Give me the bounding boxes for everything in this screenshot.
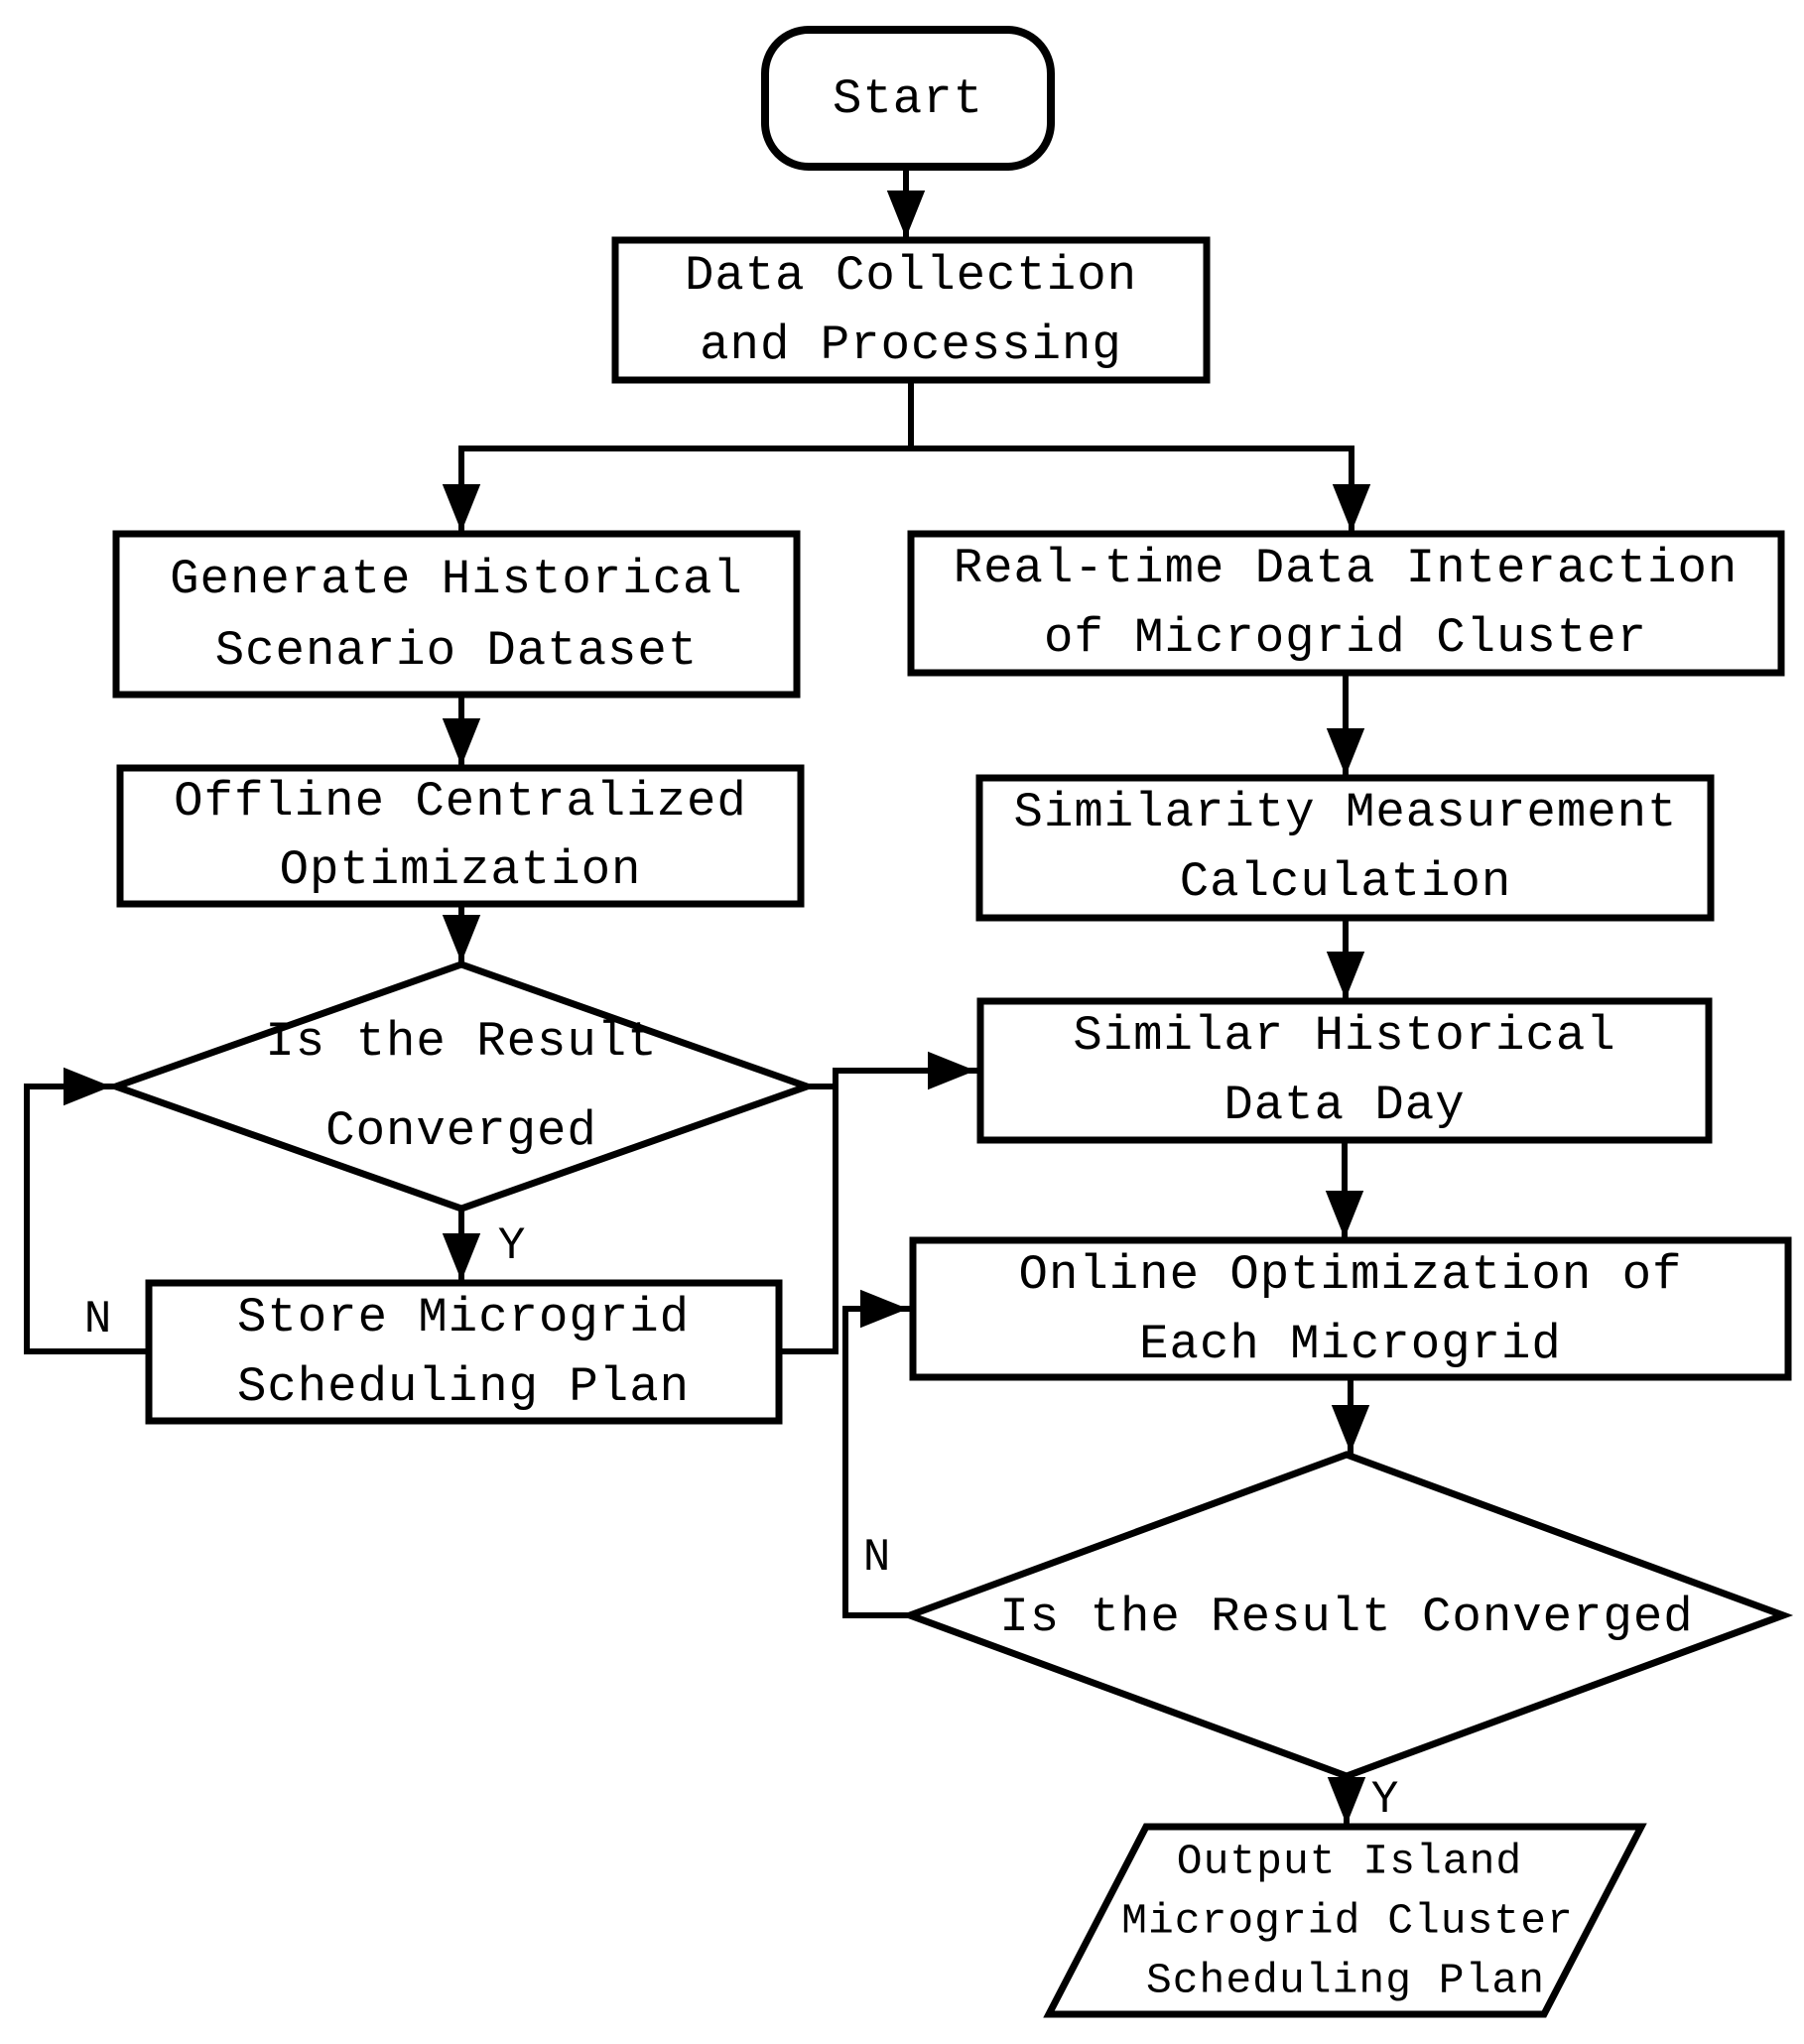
edges [24, 164, 1371, 1828]
offline-centralized-line-2: Optimization [280, 842, 642, 898]
edge-right-diamond-no-loop-to-online [842, 1289, 913, 1618]
offline-centralized-shape [116, 764, 805, 908]
similar-historical-line-2: Data Day [1224, 1078, 1465, 1133]
similarity-measurement-line-1: Similarity Measurement [1014, 785, 1678, 840]
left-converged-line-2: Converged [325, 1103, 597, 1159]
realtime-data-line-1: Real-time Data Interaction [954, 541, 1739, 596]
online-optimization-line-2: Each Microgrid [1139, 1317, 1562, 1372]
online-optimization-line-1: Online Optimization of [1019, 1247, 1683, 1303]
right-no-label: N [863, 1532, 892, 1584]
realtime-data-shape [907, 530, 1785, 677]
store-plan-line-2: Scheduling Plan [237, 1359, 690, 1415]
similar-historical-shape [976, 997, 1713, 1144]
node-similar-historical: Similar Historical Data Day [976, 997, 1713, 1144]
left-converged-line-1: Is the Result [265, 1014, 657, 1070]
output-plan-line-3: Scheduling Plan [1146, 1957, 1545, 2005]
node-output-plan: Output Island Microgrid Cluster Scheduli… [1043, 1823, 1647, 2018]
realtime-data-line-2: of Microgrid Cluster [1044, 610, 1647, 666]
generate-historical-line-2: Scenario Dataset [215, 623, 698, 679]
output-plan-line-2: Microgrid Cluster [1121, 1897, 1574, 1946]
node-left-converged-decision: Is the Result Converged [105, 960, 818, 1213]
data-collection-line-1: Data Collection [685, 248, 1137, 304]
similarity-measurement-shape [975, 774, 1715, 922]
right-yes-label: Y [1371, 1774, 1400, 1826]
store-plan-line-1: Store Microgrid [237, 1290, 690, 1345]
node-data-collection: Data Collection and Processing [611, 236, 1211, 384]
node-generate-historical: Generate Historical Scenario Dataset [112, 530, 801, 699]
data-collection-shape [611, 236, 1211, 384]
start-terminator-shape [761, 26, 1055, 171]
edge-labels: Y N N Y [84, 1220, 1400, 1826]
generate-historical-shape [112, 530, 801, 699]
output-plan-line-1: Output Island [1177, 1838, 1522, 1886]
node-start: Start [761, 26, 1055, 171]
node-right-converged-decision: Is the Result Converged [899, 1451, 1794, 1780]
edge-store-to-similar-historical [776, 1051, 978, 1354]
node-realtime-data: Real-time Data Interaction of Microgrid … [907, 530, 1785, 677]
left-no-label: N [84, 1294, 113, 1345]
similarity-measurement-line-2: Calculation [1180, 854, 1511, 910]
generate-historical-line-1: Generate Historical [170, 552, 743, 607]
data-collection-line-2: and Processing [700, 318, 1122, 373]
output-plan-parallelogram-shape [1043, 1823, 1647, 2018]
start-label: Start [833, 71, 983, 127]
node-online-optimization: Online Optimization of Each Microgrid [909, 1236, 1792, 1381]
offline-centralized-line-1: Offline Centralized [174, 774, 747, 830]
edge-store-loop-to-left-diamond [24, 1067, 152, 1354]
online-optimization-shape [909, 1236, 1792, 1381]
right-converged-line-1: Is the Result Converged [999, 1590, 1693, 1645]
similar-historical-line-1: Similar Historical [1073, 1008, 1615, 1064]
left-converged-diamond-shape [105, 960, 818, 1213]
node-store-plan: Store Microgrid Scheduling Plan [145, 1279, 783, 1425]
left-yes-label: Y [498, 1220, 527, 1272]
node-offline-centralized: Offline Centralized Optimization [116, 764, 805, 908]
store-plan-shape [145, 1279, 783, 1425]
node-similarity-measurement: Similarity Measurement Calculation [975, 774, 1715, 922]
right-converged-diamond-shape [899, 1451, 1794, 1780]
